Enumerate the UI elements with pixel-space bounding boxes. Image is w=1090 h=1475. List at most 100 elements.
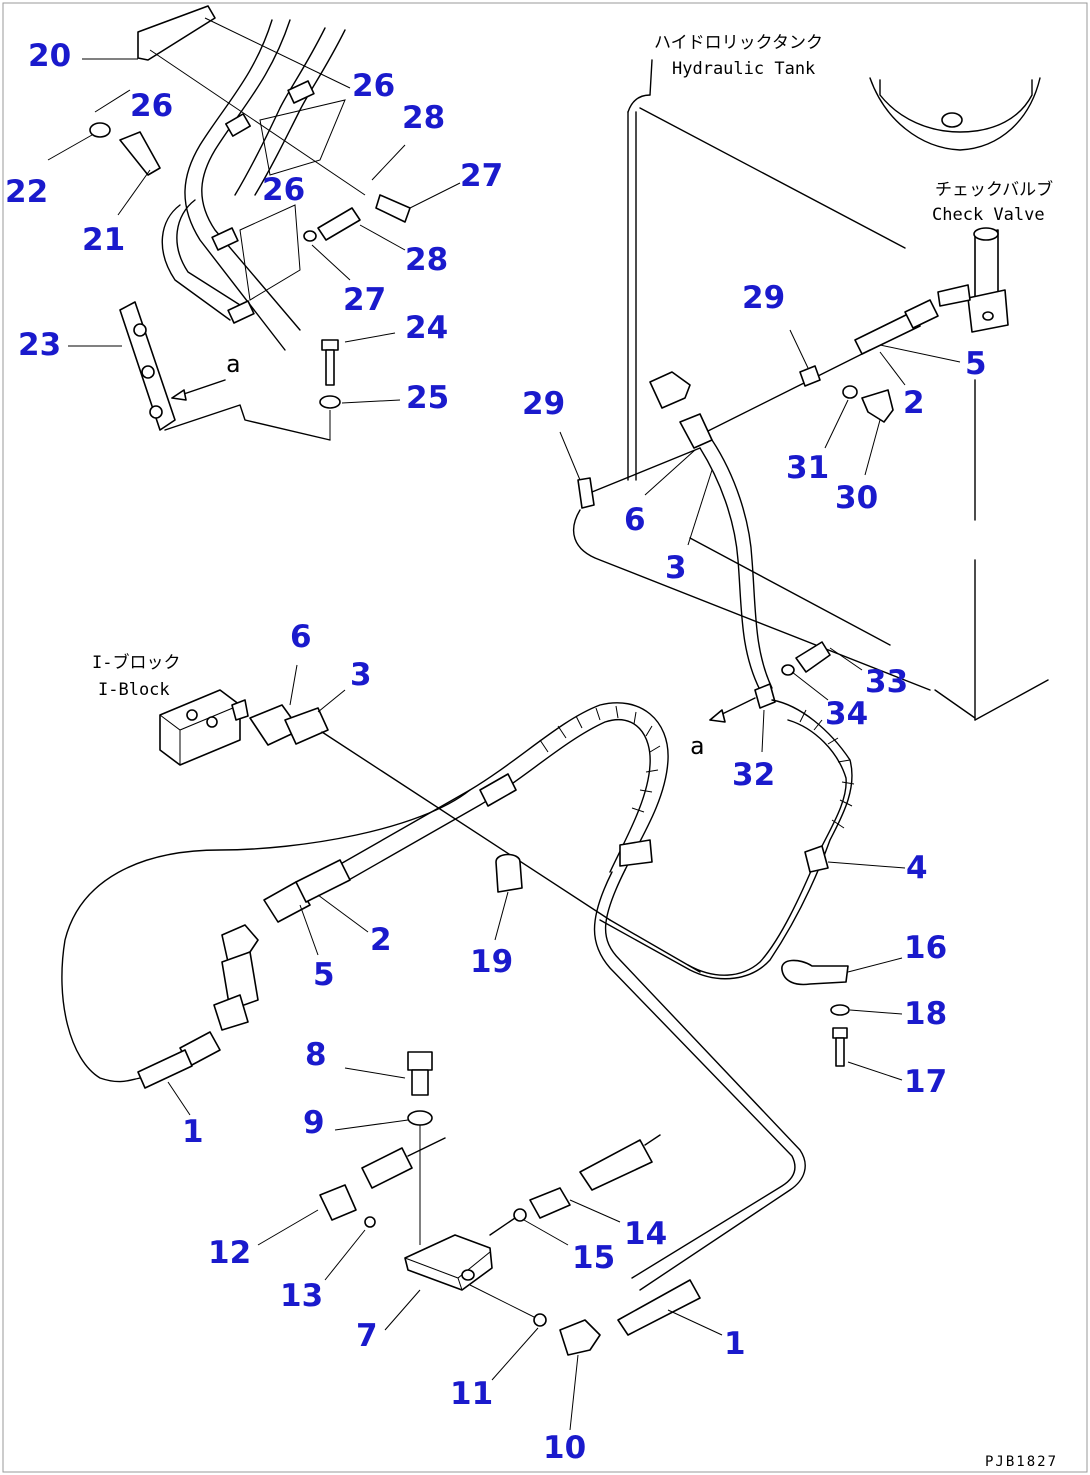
leader-34 [791,671,829,701]
callout-32: 32 [732,757,775,793]
callout-6: 6 [290,619,312,655]
i-block-edges [159,704,241,765]
leader-2 [879,351,906,386]
callout-25: 25 [406,380,449,416]
callout-16: 16 [904,930,947,966]
leader-12 [257,1209,319,1246]
callout-2: 2 [903,385,925,421]
leader-16 [847,957,903,973]
leader-32 [761,709,765,753]
part-12-fitting [319,1184,357,1221]
view-arrow-head-lower [709,709,726,723]
leader-25 [341,399,401,404]
hose-3-upper-body-b [711,439,773,689]
bracket-base [164,404,331,441]
clamp-4 [804,845,829,873]
callout-6: 6 [624,502,646,538]
callout-numbers: 20 26 26 28 27 22 26 21 28 27 23 24 25 2… [5,38,987,1466]
leader-17 [847,1061,903,1081]
hose-1-left-loop [61,789,471,1083]
leader-22 [47,134,93,161]
part-15-oring [513,1208,527,1222]
leader-5 [879,344,961,363]
part-31-washer [842,385,858,399]
callout-3: 3 [665,550,687,586]
callout-27: 27 [460,158,503,194]
callout-9: 9 [303,1105,325,1141]
tank-leader [649,59,653,96]
hose-left-outer [201,19,301,331]
callout-24: 24 [405,310,448,346]
leader-5 [299,904,319,956]
hose-fitting-lower-left [361,1147,413,1189]
tank-port-plug [941,112,963,128]
part-10-elbow [559,1319,601,1356]
drawing-id: PJB1827 [985,1454,1058,1470]
part-18-washer [830,1004,850,1016]
hose-5-lower-nut [263,881,311,923]
adapter-nut [213,994,249,1031]
tank-top-edge [639,107,906,249]
callout-1: 1 [182,1114,204,1150]
leader-29 [559,431,581,481]
clamp-group-16 [781,957,903,1081]
bracket-hole [133,323,147,337]
callout-4: 4 [906,850,928,886]
clamp-26-bottom [227,300,255,324]
part-9-washer [407,1110,433,1126]
clamp-29-left [577,477,595,509]
callout-34: 34 [825,696,868,732]
detail-view-a [47,5,461,441]
leader-line [149,49,366,196]
view-mark-a-lower: a [690,732,704,760]
part-22-washer [89,122,111,138]
block-edges [404,1251,491,1291]
tank-corner [627,94,651,113]
callout-17: 17 [904,1064,947,1100]
callout-28: 28 [402,100,445,136]
guard-plate [239,204,301,301]
adapter-body [221,951,259,1011]
hose-2-upper-end [854,311,921,355]
hose-3-iblock-body-b [609,919,701,973]
callout-15: 15 [572,1240,615,1276]
leader-21 [117,169,151,216]
leader-2 [317,894,369,933]
callout-33: 33 [865,664,908,700]
callout-31: 31 [786,450,829,486]
hose-spiral-lower [339,719,651,886]
check-valve-port [982,311,994,321]
hose-stub [407,1137,446,1157]
part-30-bolt [861,389,894,423]
i-block-hole [186,709,198,721]
view-arrow-head [171,389,187,401]
callout-19: 19 [470,944,513,980]
part-20-plate [137,5,216,61]
clamp-link-line [591,447,701,493]
hose-6-fitting [679,413,713,449]
callout-5: 5 [965,346,987,382]
leader-28 [359,224,406,251]
hose-right-outer [254,29,346,196]
i-block-hole [206,716,218,728]
part-16-clamp [781,959,849,986]
central-hose-assembly [61,641,906,1291]
check-valve [937,227,1009,333]
part-34-washer [781,664,795,676]
block-assembly-7 [257,1051,723,1431]
callout-20: 20 [28,38,71,74]
hose-2-upper-body [689,349,871,441]
callout-7: 7 [356,1318,378,1354]
view-mark-a-upper: a [226,350,240,378]
spiral-guard-marks [539,705,661,813]
leader-8 [344,1067,406,1079]
caption-check-valve-jp: チェックバルブ [935,179,1053,200]
leader-18 [849,1009,903,1015]
part-13-oring [364,1216,376,1228]
hose-3-upper-body [699,447,761,691]
clamp-26-lower [211,227,239,251]
hose-right-inner [234,27,326,196]
leader-24 [344,332,396,343]
leader-15 [523,1219,569,1246]
